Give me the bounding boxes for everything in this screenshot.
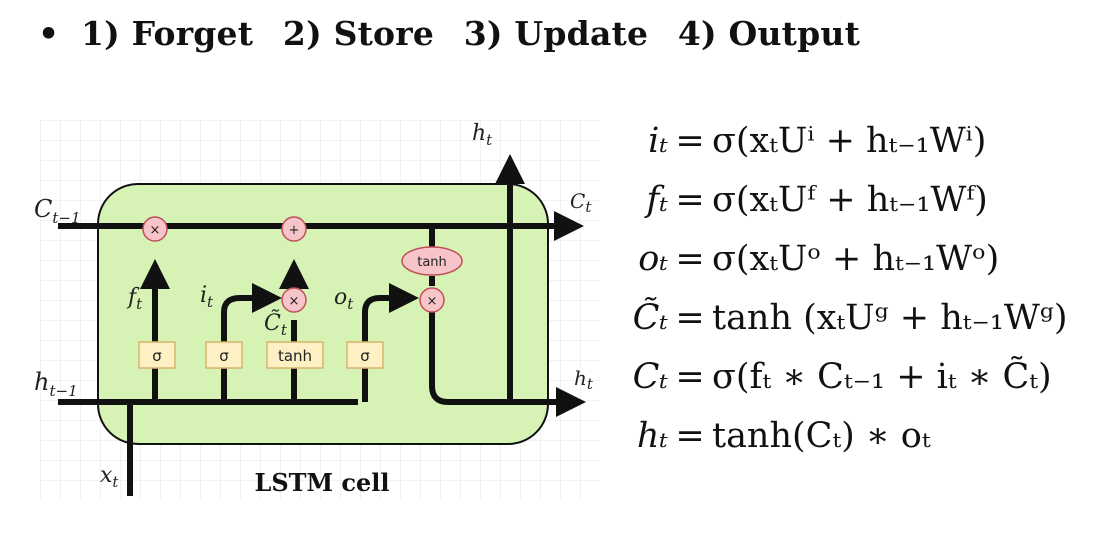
step-forget: 1) Forget [81, 14, 254, 53]
step-output: 4) Output [677, 14, 861, 53]
step-store: 2) Store [282, 14, 435, 53]
forget-multiply-op [142, 216, 168, 242]
equation-equals: = [675, 121, 705, 161]
equation-rhs: tanh (xₜUᵍ + hₜ₋₁Wᵍ) [712, 298, 1068, 338]
equation-input-gate: iₜ=σ(xₜUⁱ + hₜ₋₁Wⁱ) [598, 112, 1088, 171]
candidate-gate-box [266, 341, 324, 369]
hidden-output-line [429, 312, 586, 417]
equation-cell-state: Cₜ=σ(fₜ ∗ Cₜ₋₁ + iₜ ∗ C̃ₜ) [598, 348, 1088, 407]
input-multiply-label: × [289, 294, 300, 309]
equation-hidden-state: hₜ=tanh(Cₜ) ∗ oₜ [598, 407, 1088, 466]
equation-rhs: σ(fₜ ∗ Cₜ₋₁ + iₜ ∗ C̃ₜ) [712, 357, 1052, 397]
tanh-op [401, 246, 463, 276]
equation-equals: = [675, 298, 705, 338]
equation-forget-gate: fₜ=σ(xₜUᶠ + hₜ₋₁Wᶠ) [598, 171, 1088, 230]
diagram-caption: LSTM cell [254, 468, 389, 497]
output-gate-path [362, 283, 419, 402]
output-gate-box [346, 341, 384, 369]
step-update: 3) Update [463, 14, 649, 53]
bullet-dot: • [38, 14, 60, 53]
equation-equals: = [675, 357, 705, 397]
equation-lhs: Cₜ [632, 357, 668, 397]
input-gate-label: σ [219, 347, 229, 365]
forget-gate-label: σ [152, 347, 162, 365]
equation-rhs: σ(xₜUⁱ + hₜ₋₁Wⁱ) [712, 121, 987, 161]
h-top-label: ht [472, 121, 493, 149]
equation-output-gate: oₜ=σ(xₜUᵒ + hₜ₋₁Wᵒ) [598, 230, 1088, 289]
equation-rhs: σ(xₜUᶠ + hₜ₋₁Wᶠ) [712, 180, 988, 220]
equation-lhs: hₜ [636, 416, 668, 456]
c-prev-label: Ct−1 [34, 195, 81, 227]
i-gate-label: it [200, 283, 214, 311]
input-gate-path [221, 283, 282, 402]
steps-heading: • 1) Forget 2) Store 3) Update 4) Output [38, 14, 878, 53]
c-tilde-label: C̃t [264, 310, 288, 339]
equation-rhs: tanh(Cₜ) ∗ oₜ [712, 416, 931, 456]
equation-rhs: σ(xₜUᵒ + hₜ₋₁Wᵒ) [712, 239, 1000, 279]
equation-lhs: C̃ₜ [632, 298, 668, 338]
tanh-op-label: tanh [417, 255, 447, 270]
add-label: + [289, 223, 300, 238]
lstm-equations: iₜ=σ(xₜUⁱ + hₜ₋₁Wⁱ) fₜ=σ(xₜUᶠ + hₜ₋₁Wᶠ) … [598, 112, 1088, 466]
equation-candidate: C̃ₜ=tanh (xₜUᵍ + hₜ₋₁Wᵍ) [598, 289, 1088, 348]
h-prev-label: ht−1 [34, 368, 78, 400]
input-multiply-op [281, 287, 307, 313]
c-out-label: Ct [570, 189, 592, 216]
equation-lhs: fₜ [646, 180, 668, 220]
equation-equals: = [675, 416, 705, 456]
forget-multiply-label: × [150, 223, 161, 238]
equation-lhs: oₜ [638, 239, 668, 279]
candidate-gate-label: tanh [278, 347, 312, 365]
output-gate-label: σ [360, 347, 370, 365]
equation-equals: = [675, 180, 705, 220]
input-gate-box [205, 341, 243, 369]
x-input-label: xt [100, 463, 119, 491]
forget-gate-box [138, 341, 176, 369]
equation-equals: = [675, 239, 705, 279]
equation-lhs: iₜ [648, 121, 668, 161]
output-multiply-op [419, 287, 445, 313]
output-multiply-label: × [427, 294, 438, 309]
h-out-label: ht [574, 366, 594, 393]
add-op [281, 216, 307, 242]
o-gate-label: ot [334, 285, 354, 313]
